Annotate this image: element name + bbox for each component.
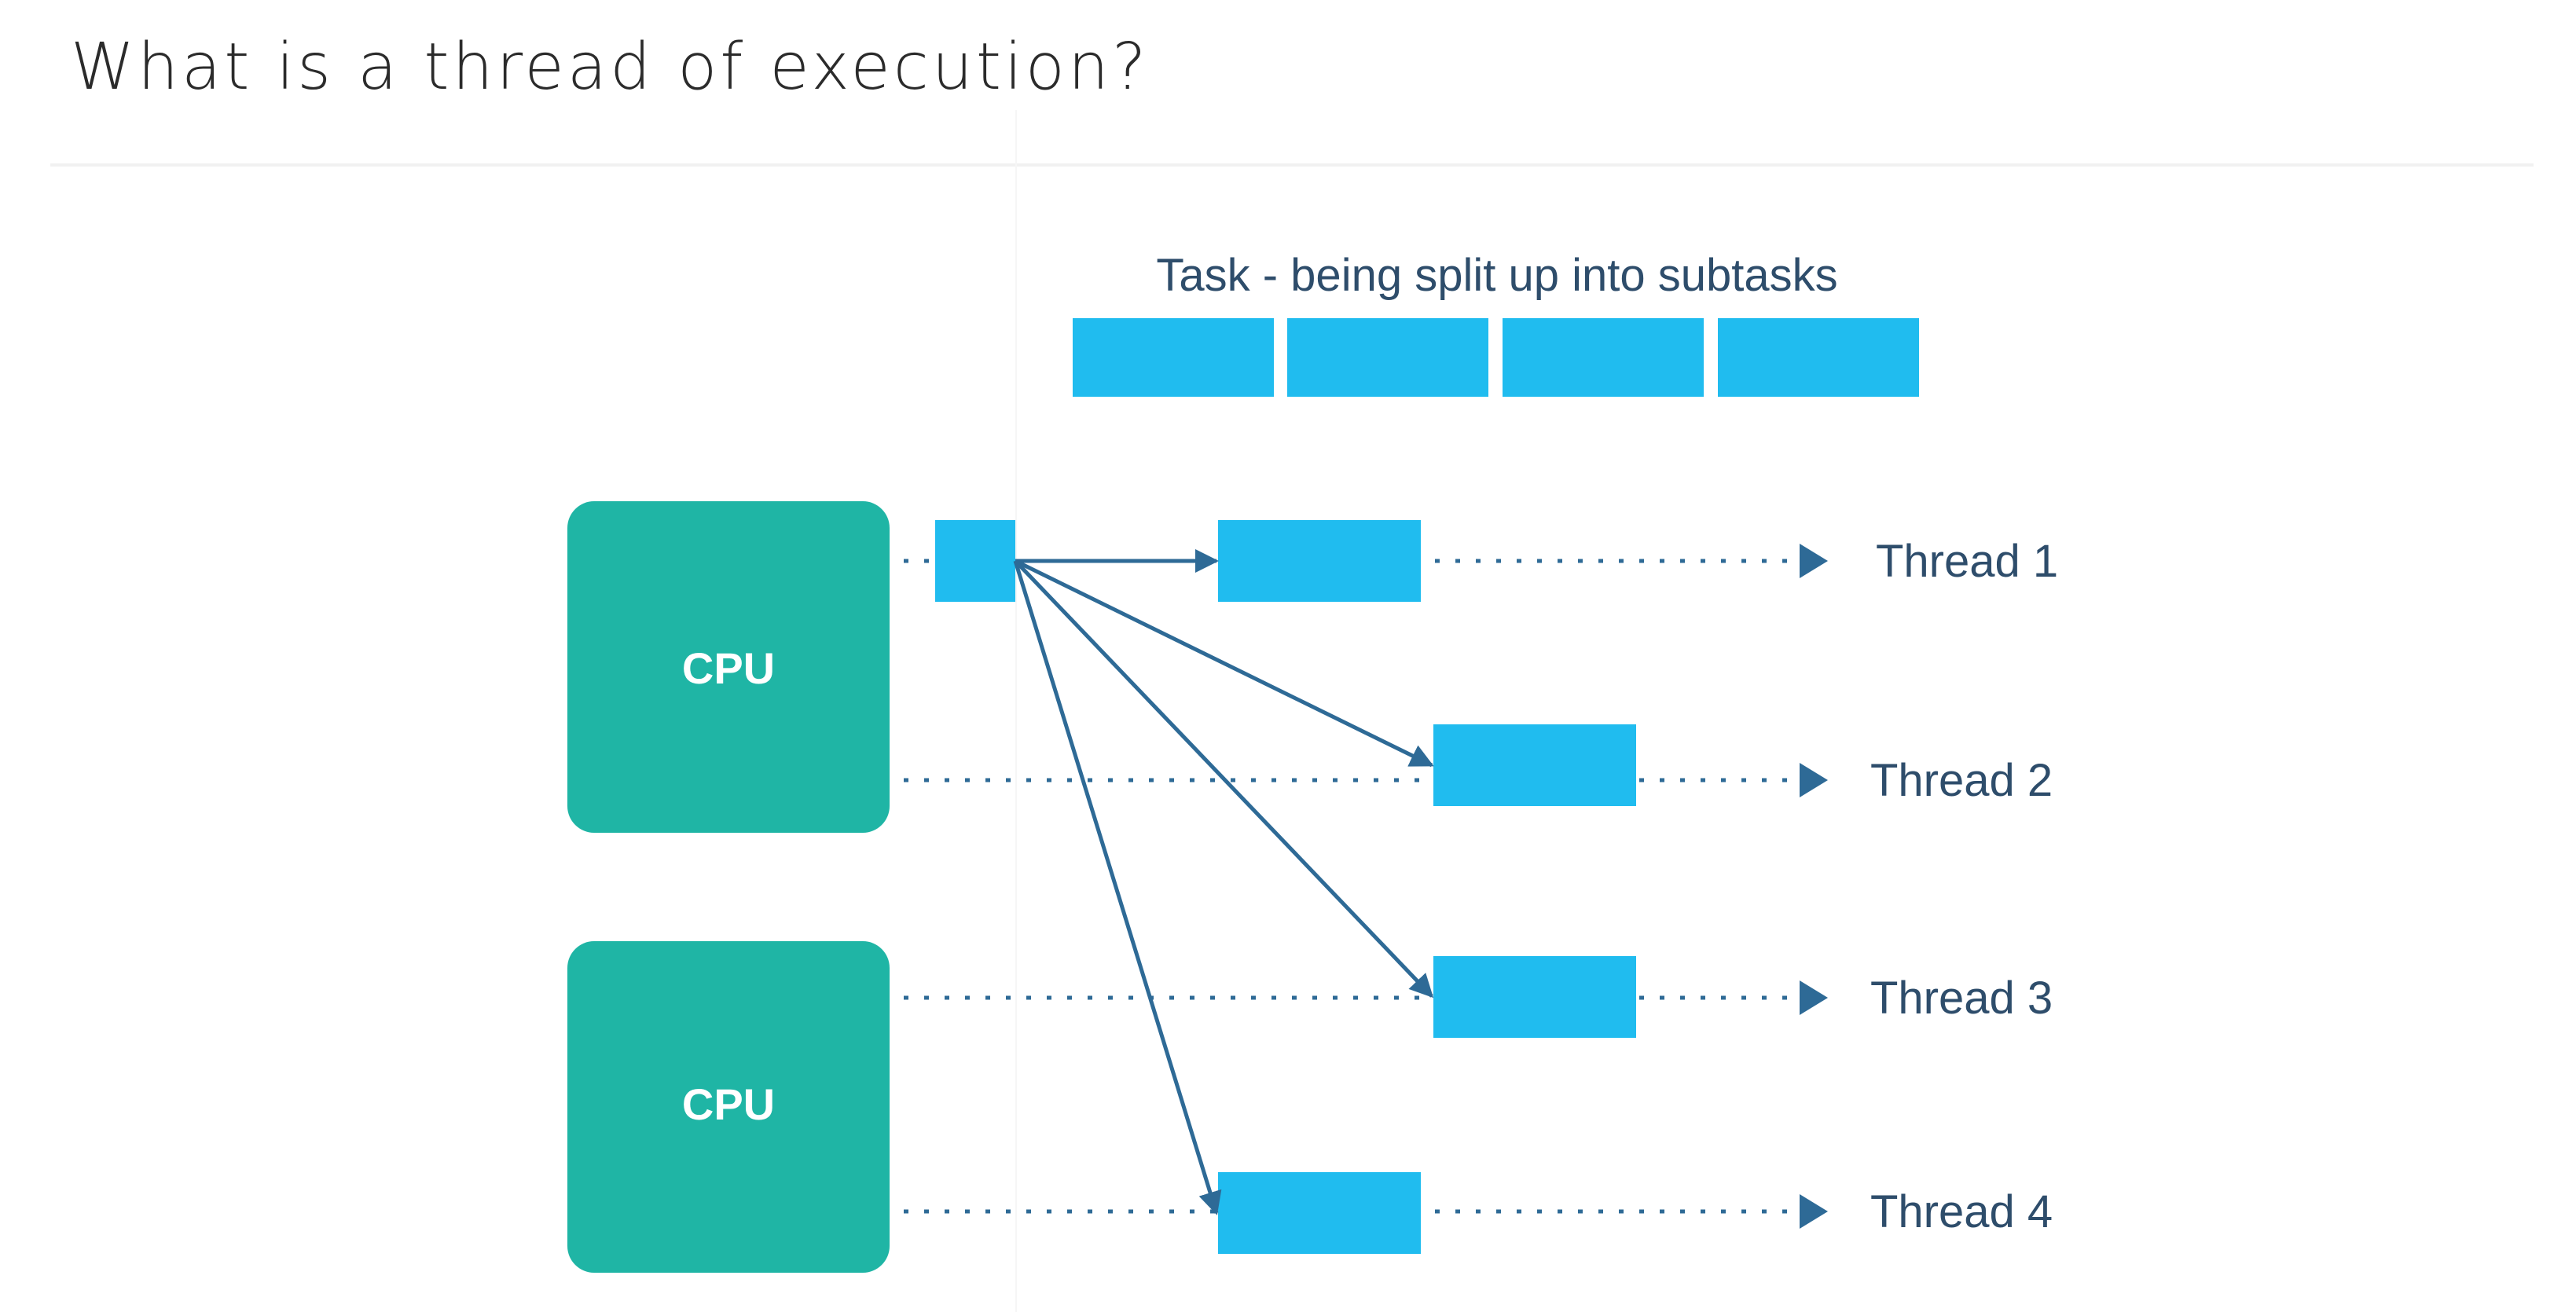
source-subtask-block	[935, 520, 1015, 602]
thread-1-label: Thread 1	[1876, 536, 2058, 587]
thread-4-subtask-block	[1218, 1172, 1421, 1254]
cpu-label: CPU	[682, 643, 775, 693]
task-label: Task - being split up into subtasks	[1156, 250, 1837, 301]
subtask-block-3	[1503, 318, 1704, 397]
thread-2-subtask-block	[1433, 724, 1636, 806]
thread-3-label: Thread 3	[1870, 973, 2053, 1024]
page-title: What is a thread of execution?	[71, 30, 1150, 104]
thread-3-arrowhead	[1800, 980, 1828, 1015]
task-bar	[1073, 318, 1919, 397]
thread-3-subtask-block	[1433, 956, 1636, 1038]
subtask-block-4	[1718, 318, 1919, 397]
background-guide-line	[1015, 110, 1017, 1312]
title-divider	[50, 163, 2534, 167]
subtask-block-1	[1073, 318, 1274, 397]
cpu-block-1: CPU	[567, 501, 890, 833]
arrow-to-thread-3	[1014, 559, 1434, 999]
thread-4-label: Thread 4	[1870, 1186, 2053, 1237]
subtask-block-2	[1287, 318, 1488, 397]
thread-4-arrowhead	[1800, 1194, 1828, 1229]
cpu-label: CPU	[682, 1079, 775, 1129]
thread-2-arrowhead	[1800, 763, 1828, 797]
thread-1-arrowhead	[1800, 544, 1828, 578]
cpu-block-2: CPU	[567, 941, 890, 1273]
arrow-to-thread-2	[1014, 559, 1434, 768]
thread-2-label: Thread 2	[1870, 755, 2053, 806]
arrow-to-thread-4	[1013, 560, 1222, 1215]
thread-1-subtask-block	[1218, 520, 1421, 602]
